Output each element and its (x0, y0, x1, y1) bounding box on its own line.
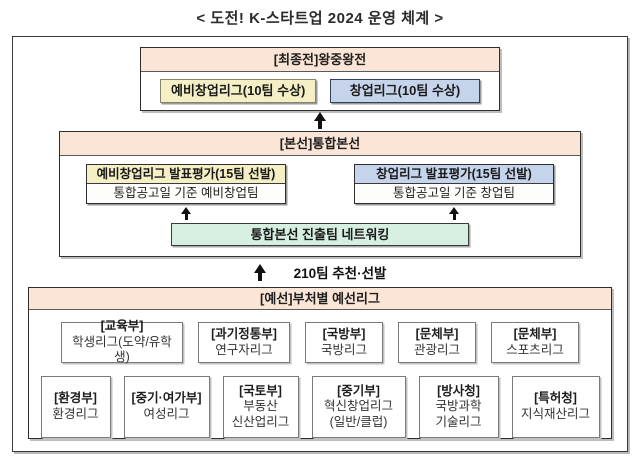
main-to-final-arrow-row (13, 111, 627, 129)
selection-row: 210팀 추천·선발 (13, 259, 627, 285)
final-round-body: 예비창업리그(10팀 수상) 창업리그(10팀 수상) (141, 72, 499, 110)
preliminary-box: [예선]부처별 예선리그 [교육부] 학생리그(도약/유학생) [과기정통부] … (28, 287, 612, 439)
ministry-box-land: [국토부] 부동산 신산업리그 (222, 376, 299, 438)
main-round-header: [본선]통합본선 (60, 132, 580, 156)
ministry-box-science-ict: [과기정통부] 연구자리그 (198, 322, 290, 363)
up-arrow-icon (253, 263, 266, 281)
outer-frame: [최종전]왕중왕전 예비창업리그(10팀 수상) 창업리그(10팀 수상) [본… (12, 36, 628, 452)
evaluation-row: 예비창업리그 발표평가(15팀 선발) 통합공고일 기준 예비창업팀 창업리그 … (86, 164, 554, 204)
ministry-box-culture-tourism: [문체부] 관광리그 (398, 322, 476, 363)
networking-to-evaluation-arrows (86, 207, 554, 221)
preliminary-row-1: [교육부] 학생리그(도약/유학생) [과기정통부] 연구자리그 [국방부] 국… (29, 319, 611, 364)
final-round-box: [최종전]왕중왕전 예비창업리그(10팀 수상) 창업리그(10팀 수상) (140, 47, 500, 111)
ministry-box-environment: [환경부] 환경리그 (40, 376, 111, 438)
up-arrow-icon (314, 112, 326, 129)
final-round-header: [최종전]왕중왕전 (141, 48, 499, 72)
pre-startup-evaluation-title: 예비창업리그 발표평가(15팀 선발) (87, 165, 285, 184)
ministry-box-culture-sports: [문체부] 스포츠리그 (491, 322, 579, 363)
selection-label: 210팀 추천·선발 (293, 266, 387, 281)
startup-evaluation-subtitle: 통합공고일 기준 창업팀 (355, 184, 553, 203)
pre-startup-league-award-chip: 예비창업리그(10팀 수상) (160, 79, 317, 103)
ministry-box-dapa: [방사청] 국방과학 기술리그 (418, 376, 499, 438)
startup-evaluation-title: 창업리그 발표평가(15팀 선발) (355, 165, 553, 184)
ministry-box-kipo: [특허청] 지식재산리그 (511, 376, 600, 438)
ministry-box-smes-gender: [중기·여가부] 여성리그 (123, 376, 210, 438)
networking-box: 통합본선 진출팀 네트워킹 (171, 223, 469, 246)
pre-startup-evaluation-subtitle: 통합공고일 기준 예비창업팀 (87, 184, 285, 203)
pre-startup-evaluation-box: 예비창업리그 발표평가(15팀 선발) 통합공고일 기준 예비창업팀 (86, 164, 286, 204)
preliminary-header: [예선]부처별 예선리그 (29, 288, 611, 310)
up-arrow-icon (449, 207, 459, 220)
main-round-body: 예비창업리그 발표평가(15팀 선발) 통합공고일 기준 예비창업팀 창업리그 … (60, 156, 580, 256)
startup-league-award-chip: 창업리그(10팀 수상) (330, 79, 480, 103)
up-arrow-icon (181, 207, 191, 220)
ministry-box-defense: [국방부] 국방리그 (305, 322, 383, 363)
main-round-box: [본선]통합본선 예비창업리그 발표평가(15팀 선발) 통합공고일 기준 예비… (59, 131, 581, 257)
preliminary-row-2: [환경부] 환경리그 [중기·여가부] 여성리그 [국토부] 부동산 신산업리그… (29, 376, 611, 438)
ministry-box-education: [교육부] 학생리그(도약/유학생) (61, 319, 183, 364)
ministry-box-smes-startups: [중기부] 혁신창업리그 (일반/클럽) (311, 376, 406, 438)
startup-evaluation-box: 창업리그 발표평가(15팀 선발) 통합공고일 기준 창업팀 (354, 164, 554, 204)
diagram-title: < 도전! K-스타트업 2024 운영 체계 > (196, 10, 444, 27)
